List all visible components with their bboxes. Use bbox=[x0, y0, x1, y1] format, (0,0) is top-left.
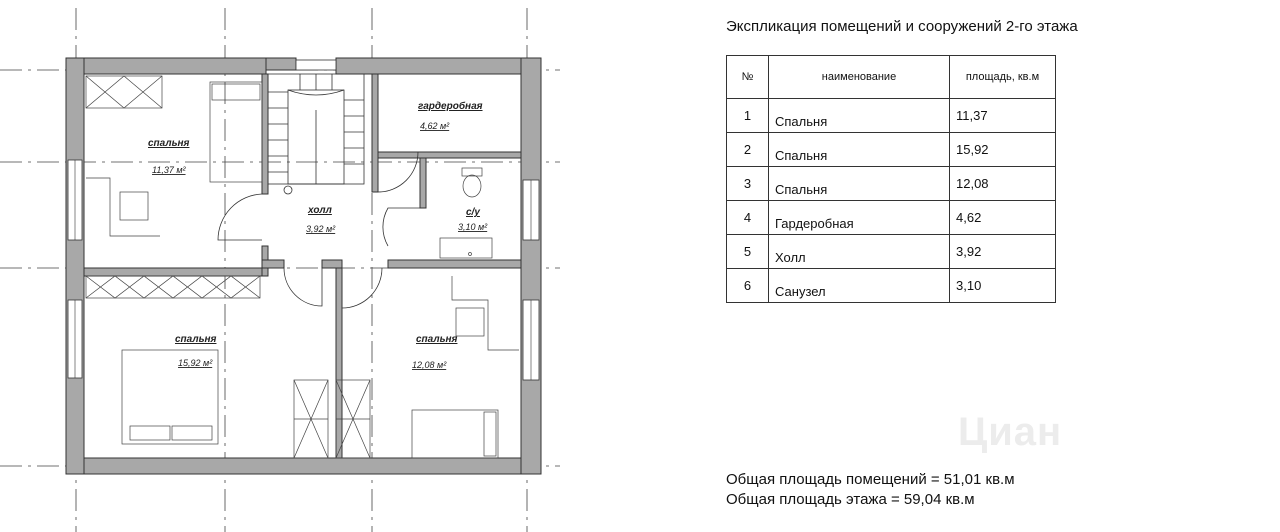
explication-title: Экспликация помещений и сооружений 2-го … bbox=[726, 18, 1078, 35]
walls bbox=[65, 57, 542, 475]
floor-total: Общая площадь этажа = 59,04 кв.м bbox=[726, 491, 975, 508]
header-num: № bbox=[726, 55, 769, 99]
room-name: холл bbox=[307, 205, 333, 216]
room-labels: спальня 11,37 м² гардеробная 4,62 м² хол… bbox=[148, 100, 488, 370]
row-name: Санузел bbox=[768, 268, 950, 303]
row-name: Холл bbox=[768, 234, 950, 269]
row-name: Спальня bbox=[768, 98, 950, 133]
table-row: 2 Спальня 15,92 bbox=[726, 132, 1056, 167]
room-area: 11,37 м² bbox=[152, 165, 187, 175]
staircase bbox=[267, 73, 365, 195]
rooms-total: Общая площадь помещений = 51,01 кв.м bbox=[726, 471, 1015, 488]
room-area: 15,92 м² bbox=[178, 358, 213, 368]
room-name: спальня bbox=[416, 334, 458, 345]
table-row: 5 Холл 3,92 bbox=[726, 234, 1056, 269]
row-area: 3,10 bbox=[949, 268, 1056, 303]
row-name: Спальня bbox=[768, 166, 950, 201]
furniture bbox=[85, 75, 519, 459]
room-name: с/у bbox=[466, 207, 480, 218]
room-area: 3,10 м² bbox=[458, 222, 488, 232]
totals: Общая площадь помещений = 51,01 кв.м Общ… bbox=[726, 470, 1015, 510]
doors bbox=[217, 151, 426, 309]
row-area: 12,08 bbox=[949, 166, 1056, 201]
table-row: 3 Спальня 12,08 bbox=[726, 166, 1056, 201]
header-name: наименование bbox=[768, 55, 950, 99]
row-num: 6 bbox=[726, 268, 769, 303]
room-area: 12,08 м² bbox=[412, 360, 447, 370]
row-num: 1 bbox=[726, 98, 769, 133]
table-header-row: № наименование площадь, кв.м bbox=[726, 55, 1056, 99]
room-name: гардеробная bbox=[418, 100, 483, 112]
table-row: 4 Гардеробная 4,62 bbox=[726, 200, 1056, 235]
table-row: 1 Спальня 11,37 bbox=[726, 98, 1056, 133]
table-row: 6 Санузел 3,10 bbox=[726, 268, 1056, 303]
row-area: 4,62 bbox=[949, 200, 1056, 235]
row-area: 11,37 bbox=[949, 98, 1056, 133]
row-num: 4 bbox=[726, 200, 769, 235]
row-area: 3,92 bbox=[949, 234, 1056, 269]
row-num: 3 bbox=[726, 166, 769, 201]
row-name: Спальня bbox=[768, 132, 950, 167]
header-area: площадь, кв.м bbox=[949, 55, 1056, 99]
row-name: Гардеробная bbox=[768, 200, 950, 235]
room-name: спальня bbox=[175, 334, 217, 345]
row-num: 2 bbox=[726, 132, 769, 167]
row-area: 15,92 bbox=[949, 132, 1056, 167]
watermark: Циан bbox=[958, 410, 1063, 454]
explication-table: № наименование площадь, кв.м 1 Спальня 1… bbox=[726, 55, 1056, 303]
row-num: 5 bbox=[726, 234, 769, 269]
room-name: спальня bbox=[148, 138, 190, 149]
floor-plan: спальня 11,37 м² гардеробная 4,62 м² хол… bbox=[0, 8, 560, 532]
room-area: 4,62 м² bbox=[420, 121, 450, 131]
room-area: 3,92 м² bbox=[306, 224, 336, 234]
